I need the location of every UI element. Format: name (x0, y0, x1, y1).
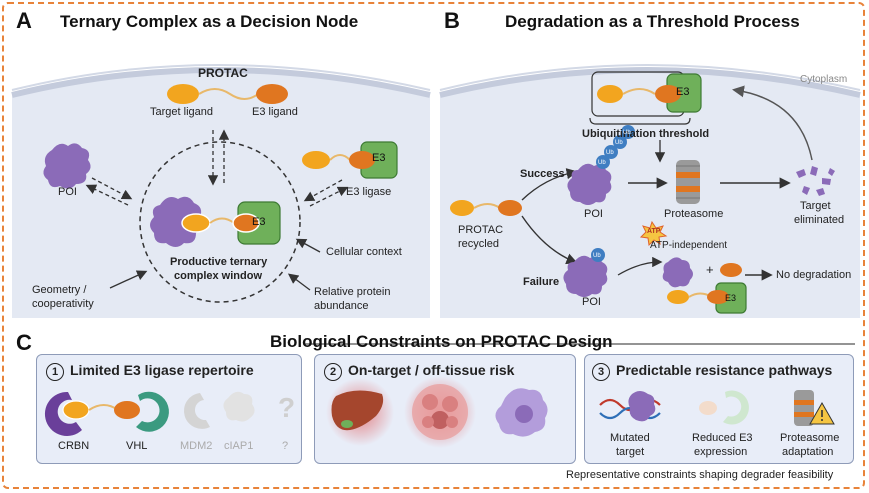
proteasome-label: Proteasome (664, 208, 724, 220)
poi-failure (563, 248, 608, 297)
vhl-icon (136, 391, 169, 432)
reduced-e3-label-2: expression (694, 446, 748, 458)
protac-label: PROTAC (198, 66, 248, 80)
ub-label-2: Ub (606, 150, 614, 156)
panel-b-title: Degradation as a Threshold Process (505, 12, 800, 31)
panel-c-title: Biological Constraints on PROTAC Design (270, 332, 613, 351)
proteasome-adapt-label-2: adaptation (782, 446, 834, 458)
atp-burst (639, 220, 668, 247)
proteasome-adaptation-icon (794, 390, 835, 426)
mdm2-label: MDM2 (180, 440, 213, 452)
box1-number: 1 (46, 363, 64, 381)
tissue-icon (404, 376, 476, 448)
target-fragments (796, 166, 835, 196)
panel-a-cell (11, 64, 431, 318)
protac-e3-complex-b (591, 71, 702, 117)
free-e3-ligand (720, 263, 742, 277)
failure-label: Failure (523, 276, 560, 288)
e3-tag-failure: E3 (725, 293, 737, 303)
target-eliminated-label-1: Target (800, 200, 831, 212)
box2-heading: 2 On-target / off-tissue risk (324, 362, 514, 381)
cytoplasm-label: Cytoplasm (800, 74, 848, 85)
immune-cell-icon (495, 388, 548, 437)
box3-title: Predictable resistance pathways (616, 362, 833, 378)
mutated-label-1: Mutated (610, 432, 650, 444)
unknown-e3-label: ? (282, 440, 289, 452)
e3-tag-a: E3 (372, 152, 386, 164)
proteasome-b (676, 160, 700, 204)
footer-caption: Representative constraints shaping degra… (566, 469, 834, 481)
panel-c-letter: C (16, 330, 32, 355)
e3-ligase-label: E3 ligase (346, 186, 392, 198)
vhl-label: VHL (126, 440, 148, 452)
poi-failure-label: POI (582, 296, 601, 308)
e3-ligand-label: E3 ligand (252, 106, 298, 118)
ternary-complex (150, 196, 281, 247)
crbn-label: CRBN (58, 440, 90, 452)
no-degradation-label: No degradation (776, 269, 852, 281)
ciap1-icon (223, 391, 255, 422)
poi-success-label: POI (584, 208, 603, 220)
crbn-ligand-icon (62, 400, 90, 420)
protac-recycled (450, 200, 522, 216)
free-poi (662, 257, 693, 288)
panel-a-letter: A (16, 8, 32, 33)
decision-circle (139, 141, 301, 303)
mutated-label-2: target (616, 446, 645, 458)
proteasome-adapt-label-1: Proteasome (780, 432, 840, 444)
protac-recycled-label-2: recycled (458, 238, 499, 250)
equilibrium-arrows (85, 129, 349, 207)
box1-title: Limited E3 ligase repertoire (70, 362, 254, 378)
box2-title: On-target / off-tissue risk (348, 362, 515, 378)
protac-e3-failure (667, 282, 747, 314)
box2-number: 2 (324, 363, 342, 381)
target-eliminated-label-2: eliminated (794, 214, 845, 226)
success-label: Success (520, 168, 565, 180)
protac-molecule-top (167, 84, 288, 104)
abundance-label-1: Relative protein (314, 286, 391, 298)
ub-label-3: Ub (615, 140, 623, 146)
ciap1-label: cIAP1 (224, 440, 254, 452)
panel-b-letter: B (444, 8, 460, 33)
ub-label-1: Ub (598, 160, 606, 166)
unknown-e3-icon: ? (278, 392, 296, 423)
reduced-e3-icon (699, 390, 749, 425)
panel-b-cell (439, 64, 861, 318)
box3-number: 3 (592, 363, 610, 381)
e3-tag-center: E3 (252, 216, 266, 228)
dna-mutation-icon (599, 391, 661, 422)
ub-label-4: Ub (623, 130, 631, 136)
box1-heading: 1 Limited E3 ligase repertoire (46, 362, 254, 381)
abundance-label-2: abundance (314, 300, 369, 312)
atp-independent-label: ATP-independent (650, 240, 728, 251)
recycle-arrow (732, 85, 813, 161)
protac-recycled-label-1: PROTAC (458, 224, 504, 236)
poi-ubiquitinated (567, 125, 635, 205)
mdm2-icon (183, 393, 210, 429)
panel-a-title: Ternary Complex as a Decision Node (60, 12, 359, 31)
window-label-1: Productive ternary (170, 256, 268, 268)
atp-label: ATP (647, 228, 661, 235)
poi-label-a: POI (58, 186, 77, 198)
cellular-context-label: Cellular context (326, 246, 402, 258)
ubiquitination-threshold-label: Ubiquitination threshold (582, 128, 710, 140)
plus-sign: + (706, 262, 714, 277)
box3-heading: 3 Predictable resistance pathways (592, 362, 832, 381)
crbn-icon (44, 391, 82, 436)
geometry-label-2: cooperativity (32, 298, 94, 310)
poi-shape-a (43, 143, 91, 189)
geometry-label-1: Geometry / (32, 284, 87, 296)
threshold-bracket (589, 117, 691, 125)
target-ligand-label: Target ligand (150, 106, 213, 118)
context-arrows (109, 238, 321, 291)
window-label-2: complex window (174, 270, 263, 282)
reduced-e3-label-1: Reduced E3 (692, 432, 753, 444)
liver-icon (326, 378, 394, 446)
e3-ligase-a (302, 141, 398, 179)
e3-tag-b: E3 (676, 86, 690, 98)
vhl-ligand-icon (114, 401, 140, 419)
ub-label-failure: Ub (593, 253, 601, 259)
